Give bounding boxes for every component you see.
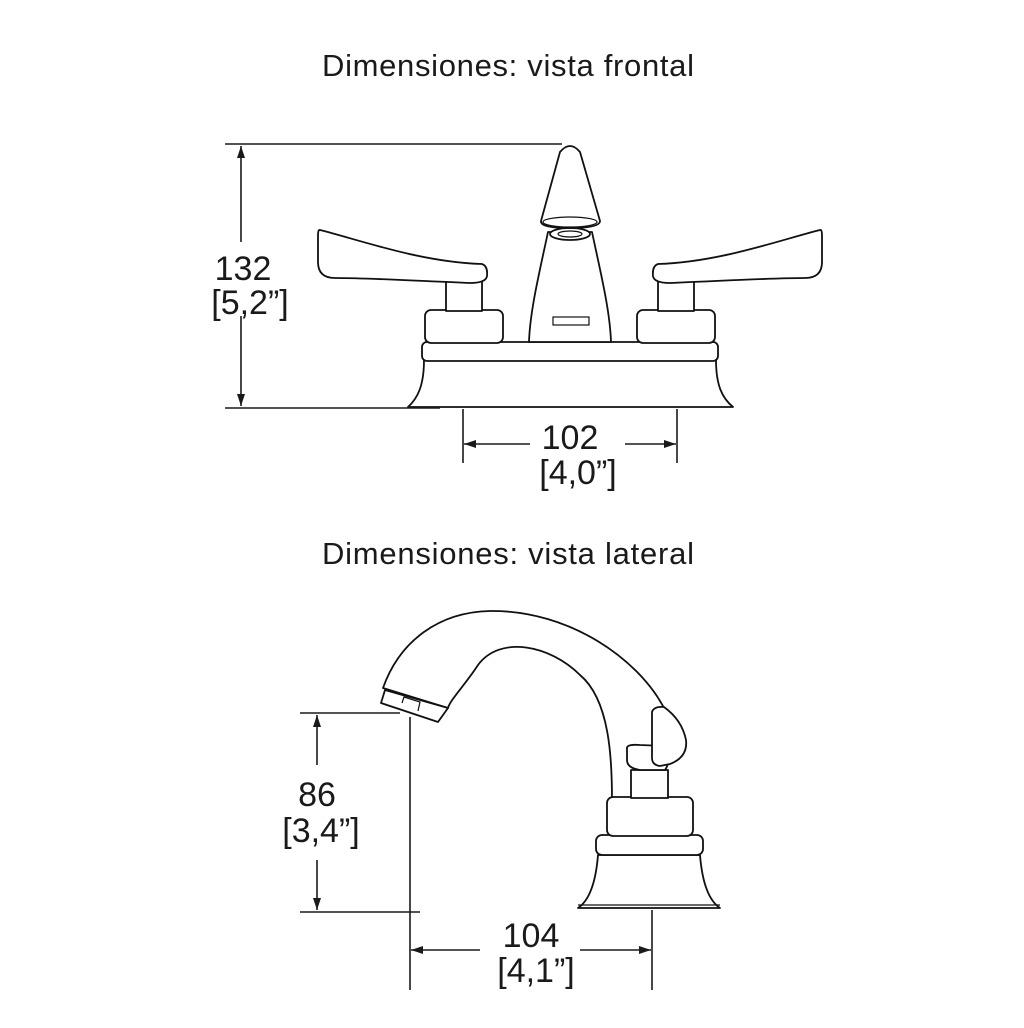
side-spout-height-mm: 86 [298,776,336,814]
front-height-mm: 132 [215,250,272,288]
side-reach-in: [4,1”] [497,952,574,990]
brand-label [552,316,590,326]
side-reach-mm: 104 [503,917,560,955]
side-faucet-drawing [380,610,721,909]
front-spacing-in: [4,0”] [539,454,616,492]
front-height-in: [5,2”] [211,284,288,322]
front-view-title: Dimensiones: vista frontal [322,48,694,83]
side-dimension-lines [300,712,653,990]
front-spacing-mm: 102 [542,419,599,457]
side-spout-height-in: [3,4”] [282,812,359,850]
side-view-title: Dimensiones: vista lateral [322,536,694,571]
front-faucet-drawing [317,145,823,408]
front-dimension-lines [225,143,678,463]
